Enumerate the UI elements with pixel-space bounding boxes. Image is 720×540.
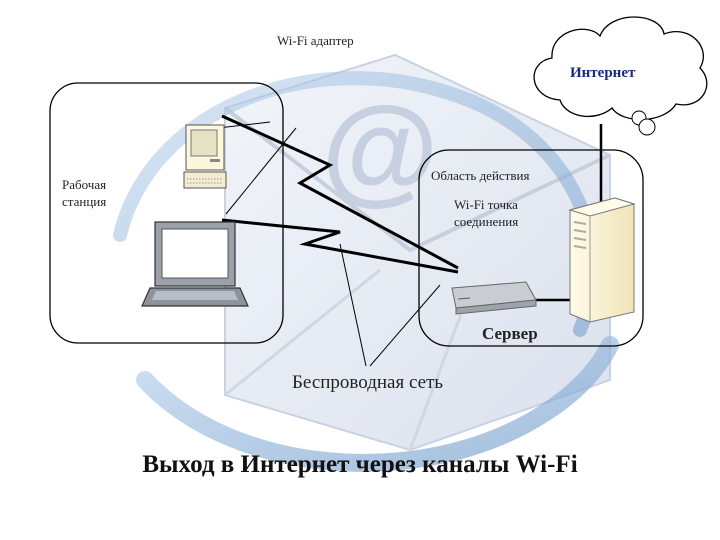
server-label: Сервер (482, 324, 538, 343)
wireless-link (221, 218, 459, 274)
wireless-pointer-line (339, 243, 367, 367)
internet-label: Интернет (570, 65, 636, 81)
desktop-computer-icon (183, 124, 227, 189)
slide-title: Выход в Интернет через каналы Wi-Fi (142, 451, 578, 478)
server-tower-icon (568, 197, 636, 323)
workstation-region (49, 82, 284, 344)
cloud-icon (533, 16, 708, 121)
wifi-adapter-label: Wi-Fi адаптер (277, 33, 354, 48)
access-point-icon (451, 281, 537, 315)
access-point-label: Wi-Fi точка соединения (454, 197, 519, 229)
email-at-background-icon: @ (113, 53, 619, 472)
adapter-pointer-line (225, 127, 297, 215)
svg-text:@: @ (321, 82, 438, 216)
wireless-pointer-line (369, 284, 441, 367)
laptop-icon (141, 221, 249, 307)
cloud-tail-bubble (638, 118, 656, 136)
coverage-area-label: Область действия (431, 168, 530, 183)
wireless-network-label: Беспроводная сеть (292, 372, 444, 393)
wireless-link (221, 114, 459, 270)
workstation-label: Рабочая станция (62, 177, 107, 209)
